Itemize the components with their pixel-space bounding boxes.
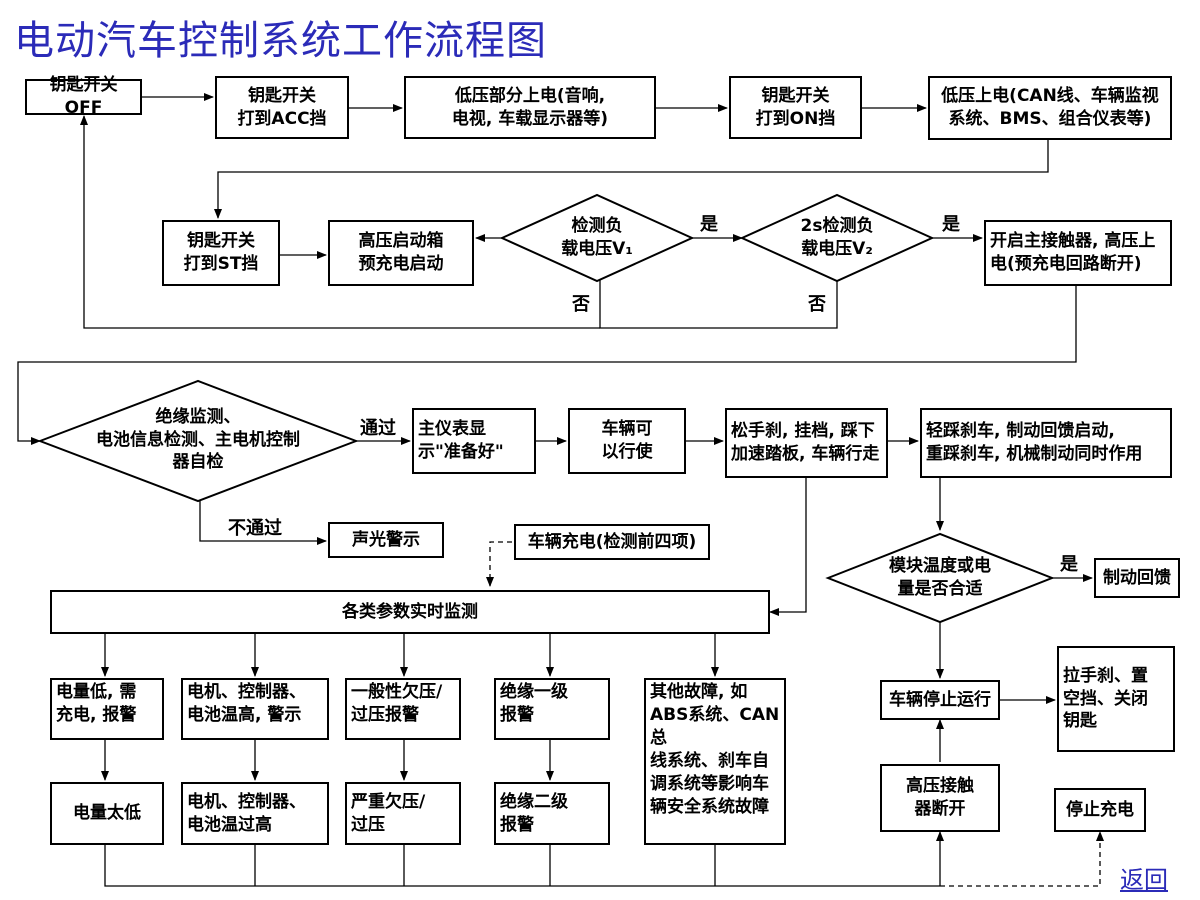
- node-key-on: 钥匙开关 打到ON挡: [729, 76, 862, 139]
- module-temp-diamond: [825, 532, 1055, 624]
- node-low-batt-warn: 电量低, 需 充电, 报警: [50, 678, 164, 740]
- node-parking: 拉手刹、置 空挡、关闭 钥匙: [1057, 646, 1175, 752]
- node-main-contactor: 开启主接触器, 高压上 电(预充电回路断开): [984, 220, 1172, 286]
- node-key-off: 钥匙开关OFF: [25, 75, 142, 118]
- node-hv-precharge: 高压启动箱 预充电启动: [328, 220, 474, 286]
- module-temp-label: 模块温度或电 量是否合适: [889, 556, 991, 599]
- node-low-power-on: 低压上电(CAN线、车辆监视 系统、BMS、组合仪表等): [928, 76, 1172, 140]
- check-v2-label: 2s检测负 载电压V₂: [800, 216, 874, 259]
- node-vehicle-stop: 车辆停止运行: [880, 680, 1000, 720]
- node-drivable: 车辆可 以行使: [568, 408, 686, 474]
- node-key-acc: 钥匙开关 打到ACC挡: [215, 76, 349, 139]
- check-v1-diamond: [499, 193, 695, 283]
- node-alarm: 声光警示: [328, 522, 444, 558]
- node-temp-too-high: 电机、控制器、 电池温过高: [181, 782, 329, 845]
- node-voltage-severe: 严重欠压/ 过压: [345, 782, 461, 845]
- node-low-power-partial: 低压部分上电(音响, 电视, 车载显示器等): [404, 76, 656, 139]
- label-yes-1: 是: [700, 214, 718, 235]
- check-v1-label: 检测负 载电压V₁: [561, 216, 633, 259]
- node-temp-high-warn: 电机、控制器、 电池温高, 警示: [181, 678, 329, 740]
- node-voltage-warn: 一般性欠压/ 过压报警: [345, 678, 461, 740]
- back-link[interactable]: 返回: [1120, 866, 1168, 894]
- label-no-1: 否: [572, 294, 590, 315]
- node-hv-contactor-off: 高压接触 器断开: [880, 764, 1000, 832]
- check-v2-diamond: [739, 193, 935, 283]
- label-pass: 通过: [360, 418, 396, 439]
- label-no-2: 否: [808, 294, 826, 315]
- label-fail: 不通过: [228, 518, 282, 539]
- node-release-brake: 松手刹, 挂档, 踩下 加速踏板, 车辆行走: [725, 408, 888, 478]
- self-check-diamond: [37, 379, 359, 503]
- node-regen-brake: 制动回馈: [1094, 558, 1180, 598]
- label-yes-2: 是: [942, 214, 960, 235]
- node-stop-charging: 停止充电: [1054, 788, 1146, 832]
- node-ready: 主仪表显 示"准备好": [412, 408, 536, 474]
- node-batt-too-low: 电量太低: [50, 782, 164, 845]
- node-other-faults: 其他故障, 如 ABS系统、CAN总 线系统、刹车自 调系统等影响车 辆安全系统…: [644, 678, 786, 845]
- label-yes-3: 是: [1060, 554, 1078, 575]
- node-key-st: 钥匙开关 打到ST挡: [162, 220, 280, 286]
- node-insul-1: 绝缘一级 报警: [494, 678, 610, 740]
- node-charging: 车辆充电(检测前四项): [514, 524, 710, 560]
- node-light-brake: 轻踩刹车, 制动回馈启动, 重踩刹车, 机械制动同时作用: [920, 408, 1172, 478]
- self-check-label: 绝缘监测、 电池信息检测、主电机控制 器自检: [96, 406, 300, 473]
- node-realtime-monitor: 各类参数实时监测: [50, 590, 770, 634]
- node-insul-2: 绝缘二级 报警: [494, 782, 610, 845]
- page-title: 电动汽车控制系统工作流程图: [14, 18, 547, 64]
